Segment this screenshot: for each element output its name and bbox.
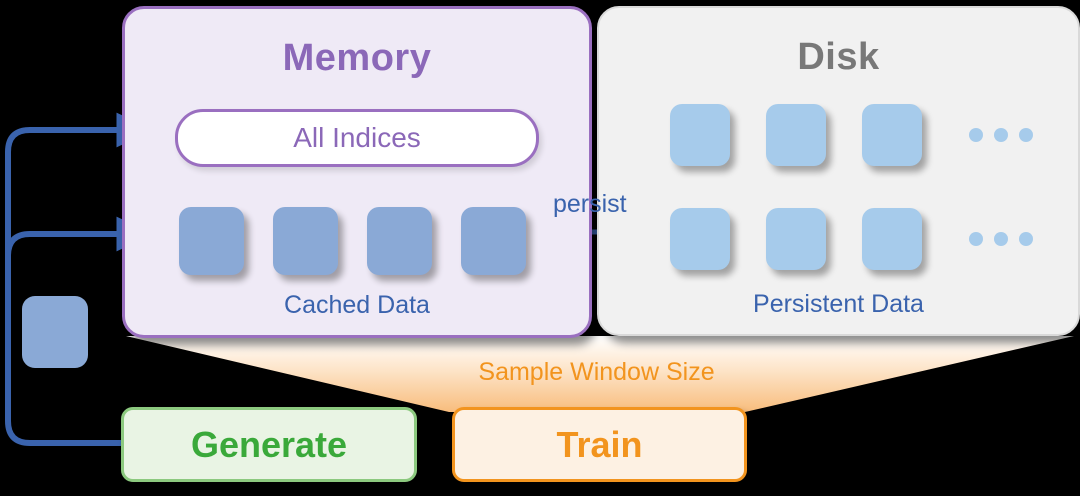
cached-data-caption: Cached Data <box>284 291 430 319</box>
persistent-block[interactable] <box>670 208 730 270</box>
persistent-block[interactable] <box>766 208 826 270</box>
incoming-sample-block[interactable] <box>22 296 88 368</box>
disk-panel: Disk Persistent Data <box>597 6 1080 336</box>
persist-label: persist <box>553 190 627 218</box>
persistent-block[interactable] <box>670 104 730 166</box>
persistent-block[interactable] <box>766 104 826 166</box>
memory-title: Memory <box>282 37 432 79</box>
persistent-block[interactable] <box>862 104 922 166</box>
cached-block[interactable] <box>273 207 338 275</box>
persistent-block[interactable] <box>862 208 922 270</box>
cached-block[interactable] <box>179 207 244 275</box>
disk-title: Disk <box>797 36 880 78</box>
memory-panel: Memory All Indices Cached Data <box>122 6 592 338</box>
disk-row-2-ellipsis-icon <box>969 232 1033 246</box>
generate-button[interactable]: Generate <box>121 407 417 482</box>
all-indices-label: All Indices <box>293 122 421 153</box>
all-indices-pill[interactable]: All Indices <box>175 109 539 167</box>
cached-block[interactable] <box>461 207 526 275</box>
sample-window-size-label: Sample Window Size <box>478 358 715 386</box>
disk-row-1-ellipsis-icon <box>969 128 1033 142</box>
cached-block[interactable] <box>367 207 432 275</box>
persistent-data-caption: Persistent Data <box>753 290 924 318</box>
train-button[interactable]: Train <box>452 407 747 482</box>
